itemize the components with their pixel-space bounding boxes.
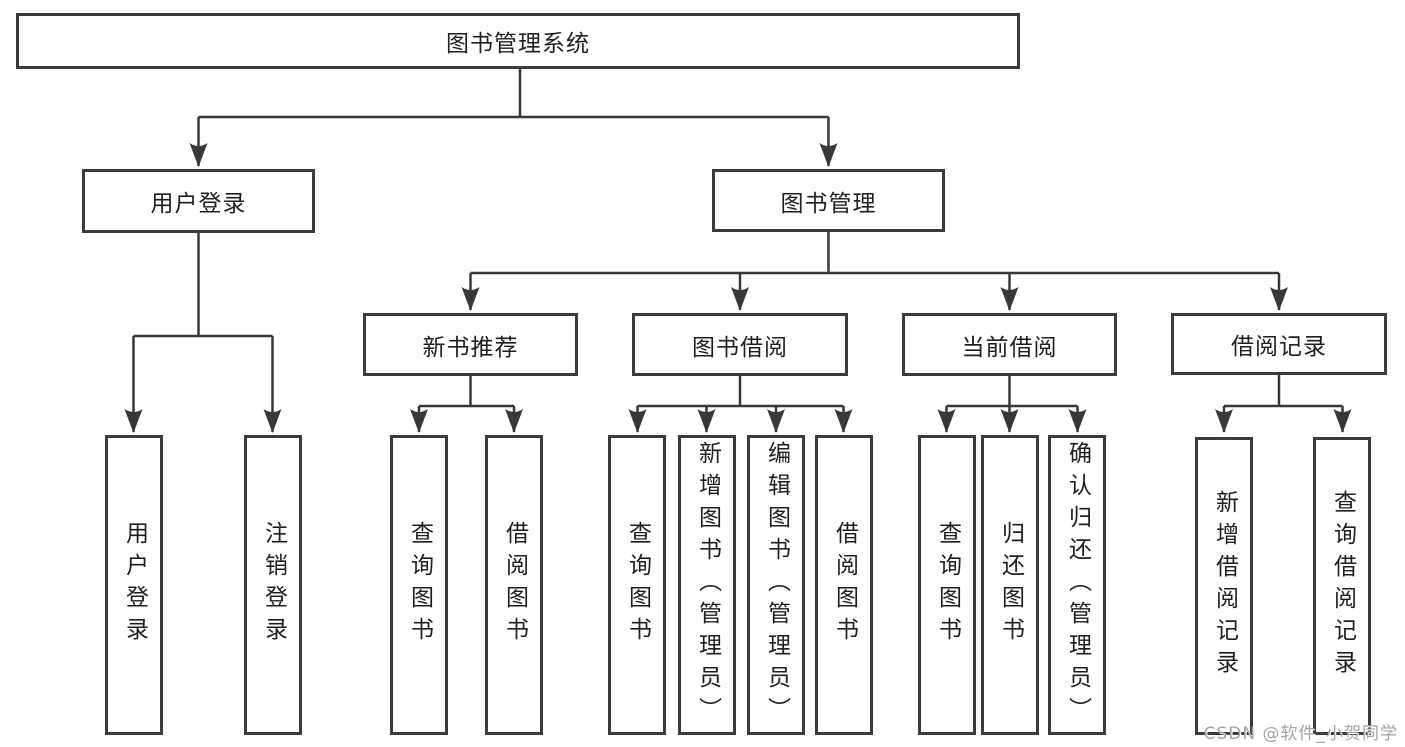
connector-current-borrow (946, 376, 1078, 408)
node-label: 新增图书（管理员） (694, 441, 721, 729)
connector-borrow-records (1224, 375, 1343, 408)
node-label: 借阅图书 (501, 521, 528, 649)
connector-user-login (133, 233, 273, 338)
node-book-management: 图书管理 (712, 169, 945, 232)
leaf-borrow-books-2: 借阅图书 (815, 435, 873, 735)
watermark: CSDN @软件_小贺同学 (1203, 724, 1398, 744)
node-label: 当前借阅 (961, 334, 1058, 361)
node-label: 确认归还（管理员） (1064, 441, 1091, 729)
leaf-edit-books-admin: 编辑图书（管理员） (747, 435, 805, 735)
leaf-return-books: 归还图书 (981, 435, 1039, 735)
leaf-confirm-return-admin: 确认归还（管理员） (1048, 435, 1106, 735)
node-label: 查询图书 (406, 521, 433, 649)
node-label: 归还图书 (997, 521, 1024, 649)
node-label: 新书推荐 (422, 334, 519, 361)
connector-root (198, 69, 829, 119)
connector-book-borrow (637, 376, 844, 408)
connector-book-management (470, 232, 1279, 275)
node-current-borrow: 当前借阅 (902, 313, 1117, 376)
node-book-borrow: 图书借阅 (632, 313, 848, 376)
leaf-query-borrow-record: 查询借阅记录 (1313, 437, 1371, 735)
leaf-add-borrow-record: 新增借阅记录 (1195, 437, 1253, 735)
node-library-management-system: 图书管理系统 (16, 13, 1020, 69)
leaf-borrow-books-1: 借阅图书 (485, 435, 543, 735)
node-label: 用户登录 (121, 521, 148, 649)
node-label: 查询图书 (624, 521, 651, 649)
leaf-logout-login: 注销登录 (244, 435, 302, 735)
node-label: 查询借阅记录 (1329, 490, 1356, 682)
leaf-query-books-2: 查询图书 (608, 435, 666, 735)
node-label: 注销登录 (260, 521, 287, 649)
node-label: 查询图书 (934, 521, 961, 649)
node-label: 新增借阅记录 (1211, 490, 1238, 682)
node-label: 图书借阅 (692, 334, 788, 361)
node-label: 编辑图书（管理员） (763, 441, 790, 729)
leaf-add-books-admin: 新增图书（管理员） (678, 435, 736, 735)
node-new-book-recommend: 新书推荐 (363, 313, 578, 376)
node-label: 借阅图书 (831, 521, 858, 649)
node-label: 借阅记录 (1231, 334, 1327, 360)
node-label: 图书管理 (780, 190, 877, 217)
node-label: 图书管理系统 (446, 31, 590, 57)
leaf-query-books-1: 查询图书 (390, 435, 448, 735)
leaf-user-login: 用户登录 (105, 435, 163, 735)
node-user-login: 用户登录 (82, 169, 315, 233)
connector-new-book-recommend (419, 376, 514, 408)
node-borrow-records: 借阅记录 (1171, 313, 1387, 375)
leaf-query-books-3: 查询图书 (918, 435, 976, 735)
node-label: 用户登录 (150, 191, 247, 217)
